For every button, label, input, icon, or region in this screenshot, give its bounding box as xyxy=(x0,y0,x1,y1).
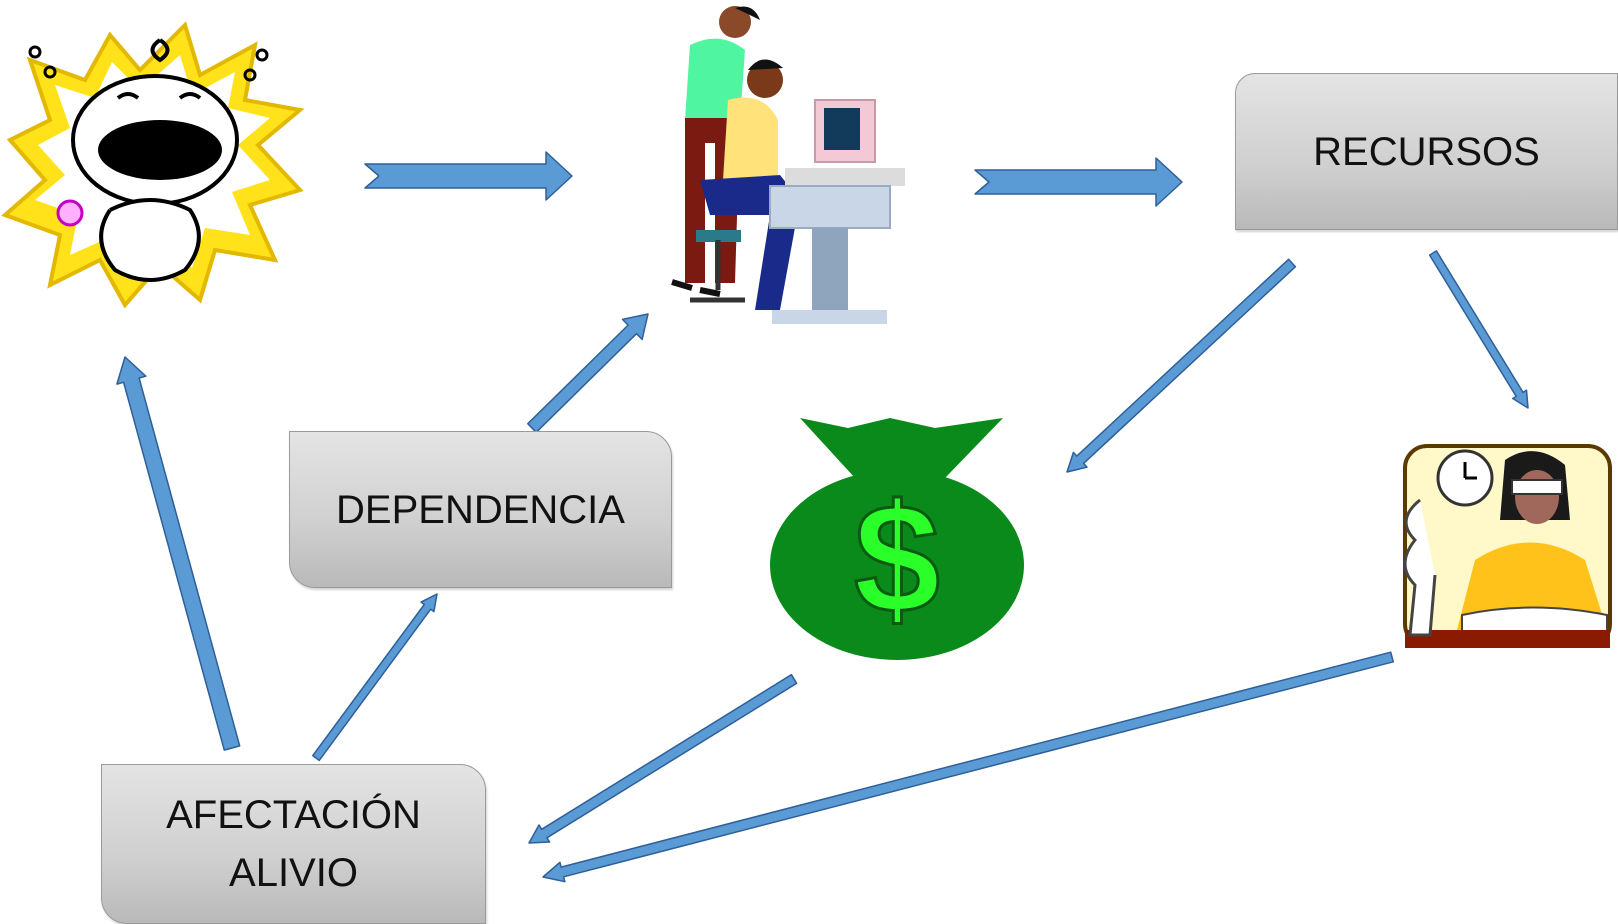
arrow-afectacion-to-baby xyxy=(116,356,241,751)
dependencia-label: DEPENDENCIA xyxy=(336,487,625,532)
dollar-sign: $ xyxy=(854,472,940,645)
recursos-label: RECURSOS xyxy=(1313,129,1540,174)
recursos-box: RECURSOS xyxy=(1235,73,1618,230)
dependencia-box: DEPENDENCIA xyxy=(289,431,672,588)
afectacion-label: AFECTACIÓN xyxy=(166,793,421,837)
arrow-computer-to-recursos xyxy=(974,157,1183,207)
arrow-dependencia-to-computer xyxy=(527,313,649,434)
arrow-baby-to-computer xyxy=(364,151,573,201)
afectacion-alivio-box: AFECTACIÓN ALIVIO xyxy=(101,764,486,924)
arrow-money-to-afectacion xyxy=(528,673,798,844)
arrow-afectacion-to-dependencia xyxy=(312,593,438,762)
arrow-person-to-afectacion xyxy=(542,651,1395,883)
alivio-label: ALIVIO xyxy=(229,851,358,895)
arrow-recursos-to-person xyxy=(1428,250,1529,409)
arrow-recursos-to-money xyxy=(1066,258,1297,473)
